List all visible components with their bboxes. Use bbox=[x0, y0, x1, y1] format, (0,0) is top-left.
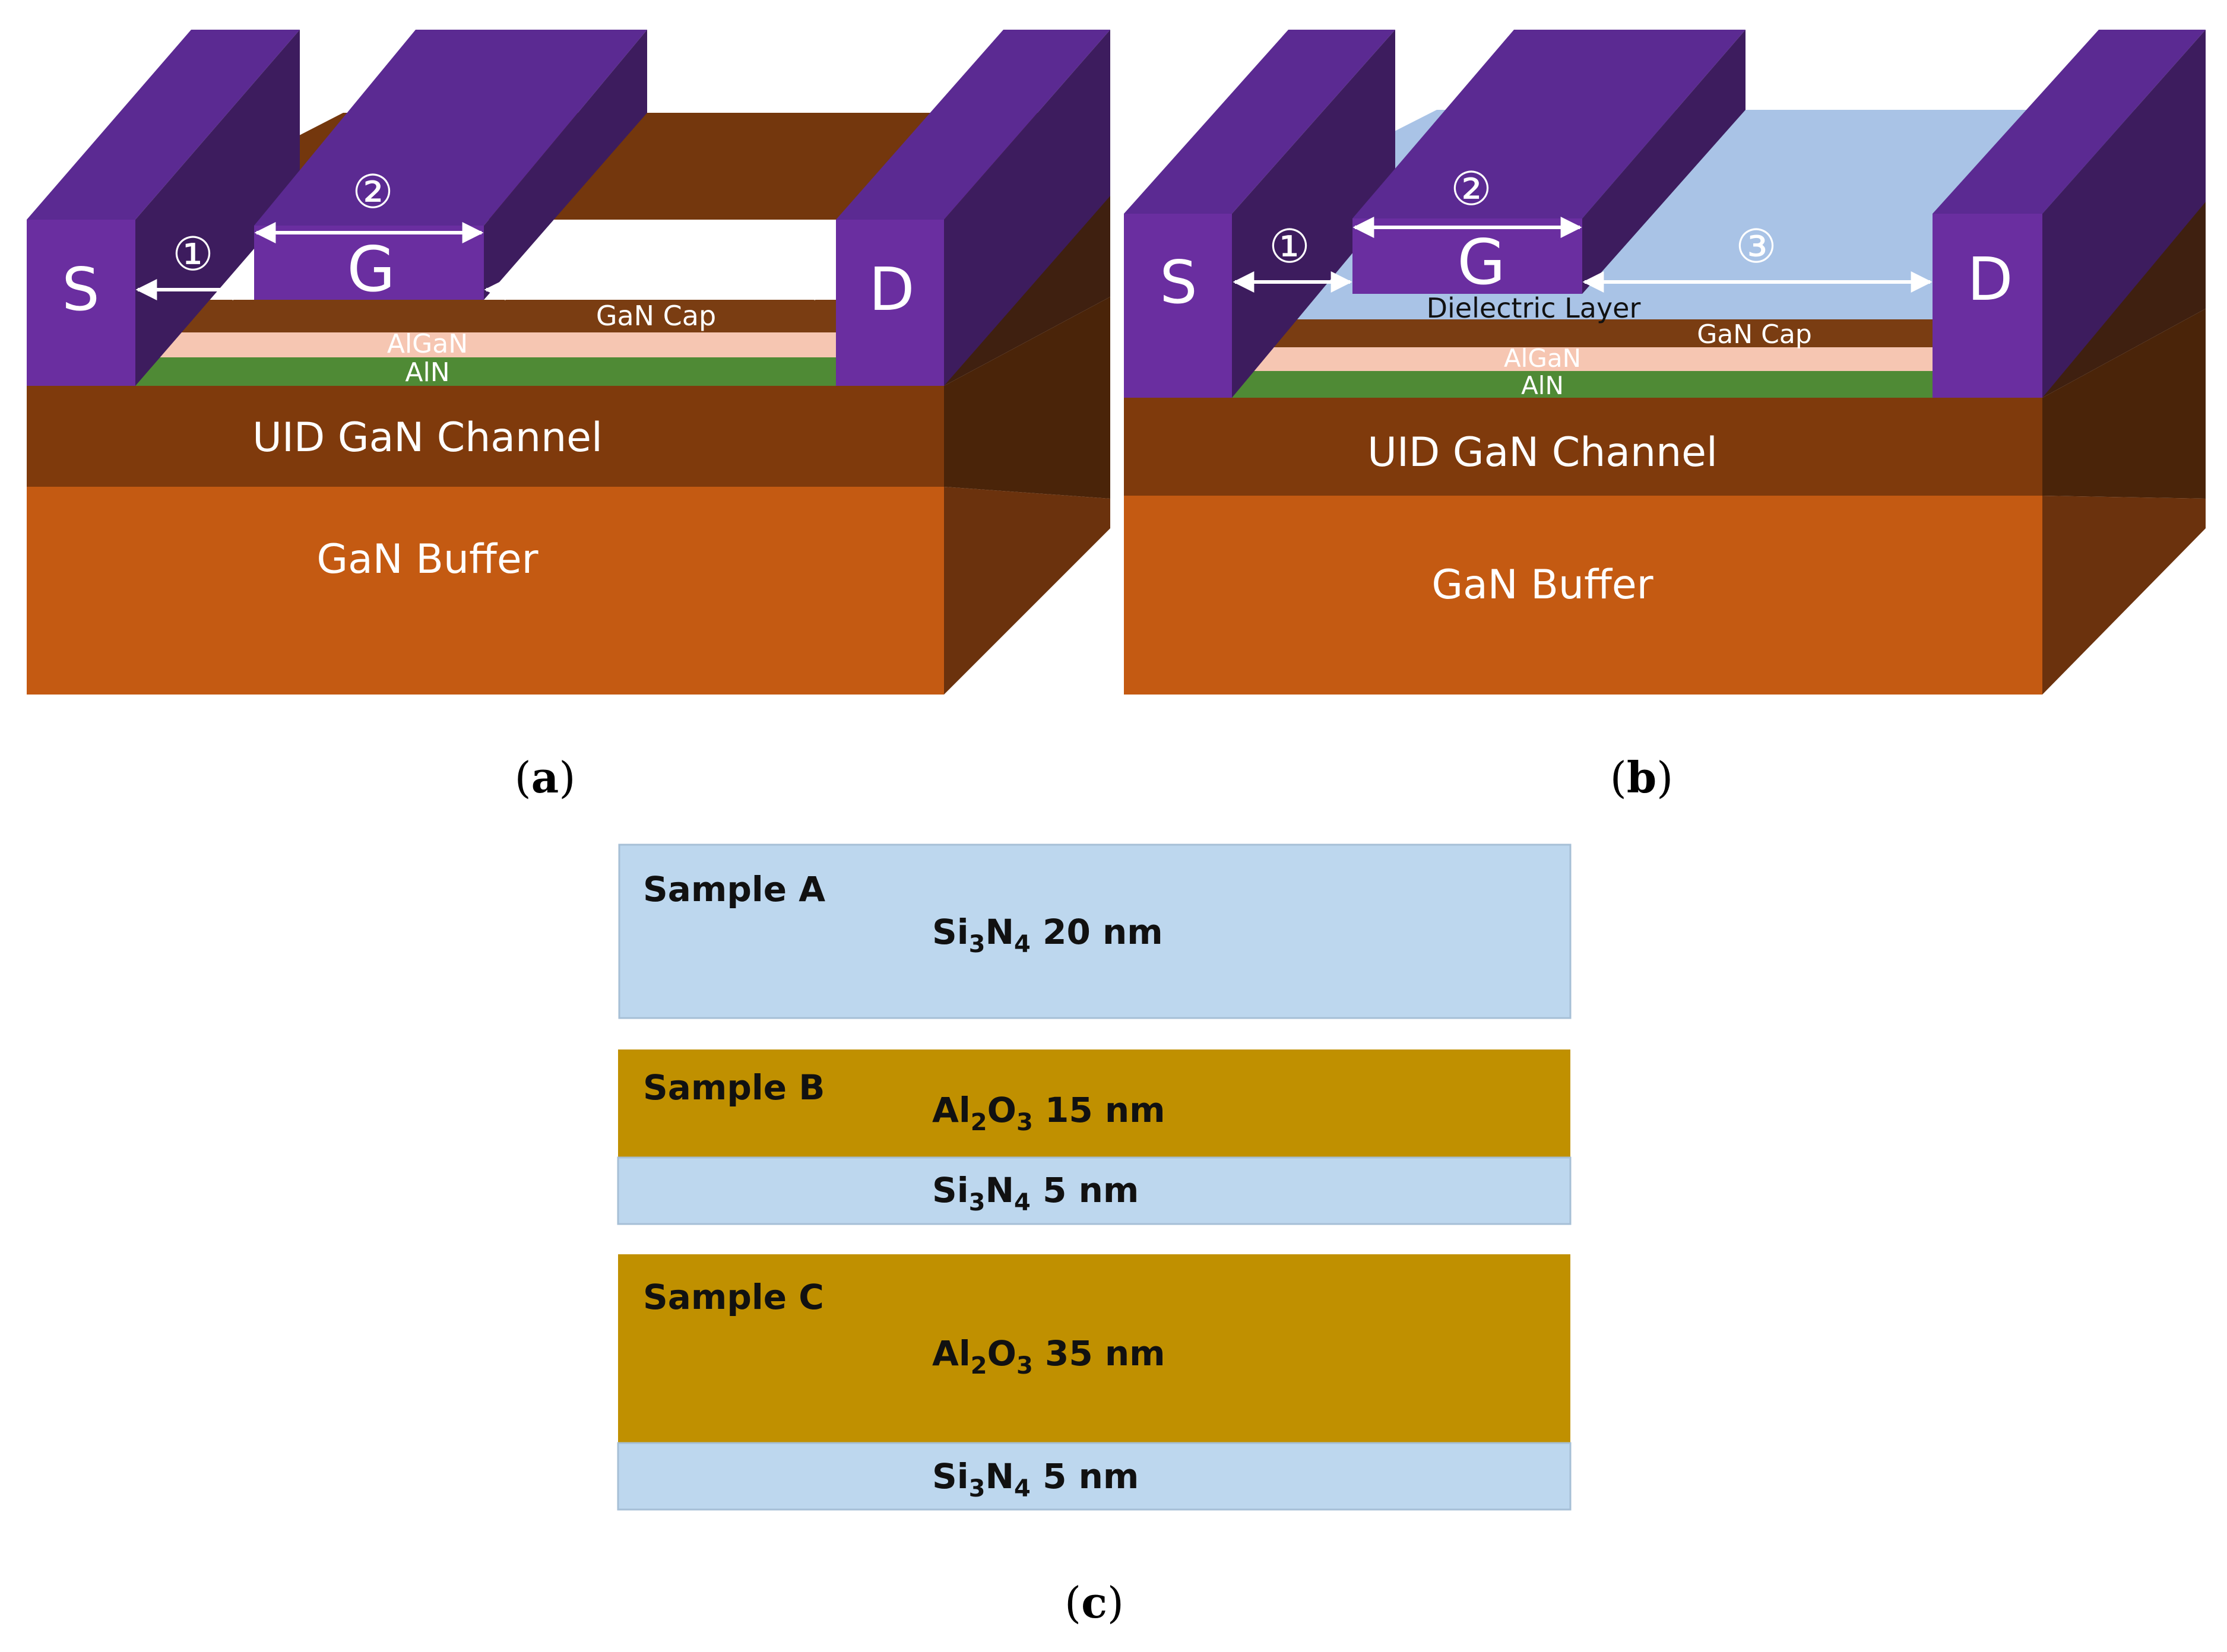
panel-a-source-label: S bbox=[62, 255, 99, 324]
panel-b-aln-label: AlN bbox=[1521, 371, 1564, 400]
sample-b-name: Sample B bbox=[643, 1067, 825, 1108]
panel-b-device: S G D ① ② ③ Dielectric Layer GaN Cap AlG… bbox=[1124, 30, 2206, 695]
panel-a-channel-layer bbox=[27, 386, 944, 487]
panel-b-gate-side bbox=[1582, 30, 1746, 294]
panel-b-buffer-layer bbox=[1124, 496, 2042, 695]
panel-b-aln-layer bbox=[1232, 371, 1933, 398]
sample-c-layer2-label: Si3N4 5 nm bbox=[932, 1456, 1139, 1502]
panel-b-source-front bbox=[1124, 214, 1232, 398]
panel-a-aln-label: AlN bbox=[405, 357, 449, 388]
panel-b-channel-label: UID GaN Channel bbox=[1367, 429, 1718, 476]
panel-b-drain-label: D bbox=[1967, 245, 2013, 314]
sample-b-layer1-label: Al2O3 15 nm bbox=[932, 1090, 1165, 1136]
panel-a-region3-label: ③ bbox=[638, 228, 680, 281]
panel-a-source-top bbox=[27, 30, 300, 220]
panel-b-gan-cap-layer bbox=[1232, 319, 1933, 347]
panel-b-gate-label: G bbox=[1457, 226, 1505, 299]
sample-a-layer1-label: Si3N4 20 nm bbox=[932, 912, 1163, 958]
panel-a-gate-label: G bbox=[347, 233, 395, 306]
panel-a-gate-top bbox=[254, 30, 647, 226]
panel-b-side-channel bbox=[2042, 309, 2206, 499]
sample-c-name: Sample C bbox=[643, 1277, 824, 1317]
panel-b-algan-layer bbox=[1232, 347, 1933, 371]
panel-c-caption: (c) bbox=[1065, 1577, 1124, 1628]
panel-b-caption: (b) bbox=[1610, 752, 1674, 803]
panel-b-dielectric-label: Dielectric Layer bbox=[1427, 292, 1641, 324]
panel-a-caption: (a) bbox=[515, 752, 576, 803]
panel-b-region2-label: ② bbox=[1450, 163, 1492, 216]
panel-a-region2-label: ② bbox=[352, 166, 394, 219]
panel-b-channel-layer bbox=[1124, 398, 2042, 496]
panel-a-algan-layer bbox=[135, 332, 836, 357]
panel-b-source-side bbox=[1232, 30, 1395, 398]
panel-b-source-label: S bbox=[1160, 248, 1197, 317]
panel-a-buffer-label: GaN Buffer bbox=[316, 536, 538, 583]
panel-b-gate-top bbox=[1352, 30, 1746, 218]
sample-c-layer1-label: Al2O3 35 nm bbox=[932, 1333, 1165, 1380]
panel-a-side-buffer bbox=[944, 487, 1110, 695]
panel-a-side-channel bbox=[944, 297, 1110, 499]
sample-a-name: Sample A bbox=[643, 869, 825, 909]
panel-a-aln-layer bbox=[135, 357, 836, 386]
panel-a-buffer-layer bbox=[27, 487, 944, 695]
panel-b-region1-label: ① bbox=[1269, 220, 1310, 274]
panel-a-drain-side bbox=[944, 30, 1110, 386]
panel-b-drain-side bbox=[2042, 30, 2206, 398]
panel-a-gan-cap-layer bbox=[135, 300, 836, 332]
panel-b-buffer-label: GaN Buffer bbox=[1431, 562, 1653, 608]
panel-b-algan-label: AlGaN bbox=[1504, 344, 1581, 373]
sample-b-al2o3-layer bbox=[618, 1049, 1570, 1158]
panel-a-algan-label: AlGaN bbox=[387, 329, 468, 359]
sample-b-si3n4-layer bbox=[617, 1156, 1572, 1225]
panel-a-gate-side bbox=[484, 30, 647, 300]
panel-b-region3-label: ③ bbox=[1735, 220, 1777, 274]
sample-a-si3n4-layer bbox=[618, 844, 1572, 1019]
sample-b-layer2-label: Si3N4 5 nm bbox=[932, 1170, 1139, 1216]
panel-a-region1-label: ① bbox=[172, 228, 214, 281]
panel-a-channel-label: UID GaN Channel bbox=[252, 414, 603, 461]
panel-b-drain-front bbox=[1933, 214, 2042, 398]
panel-a-device: S G D ① ② ③ GaN Cap AlGaN AlN UID GaN Ch… bbox=[27, 30, 1110, 695]
sample-c-si3n4-layer bbox=[617, 1442, 1572, 1511]
panel-b-drain-top bbox=[1933, 30, 2206, 214]
sample-c-al2o3-layer bbox=[618, 1254, 1570, 1443]
panel-c-stacks: Sample A Si3N4 20 nm Sample B Al2O3 15 n… bbox=[617, 844, 1572, 1511]
panel-a-gan-cap-label: GaN Cap bbox=[596, 300, 716, 332]
panel-a-drain-label: D bbox=[869, 255, 914, 324]
panel-b-source-top bbox=[1124, 30, 1395, 214]
panel-a-drain-front bbox=[836, 220, 944, 386]
panel-b-gan-cap-label: GaN Cap bbox=[1697, 319, 1812, 350]
panel-b-side-buffer bbox=[2042, 496, 2206, 695]
panel-a-drain-top bbox=[836, 30, 1110, 220]
panel-a-source-front bbox=[27, 220, 135, 386]
